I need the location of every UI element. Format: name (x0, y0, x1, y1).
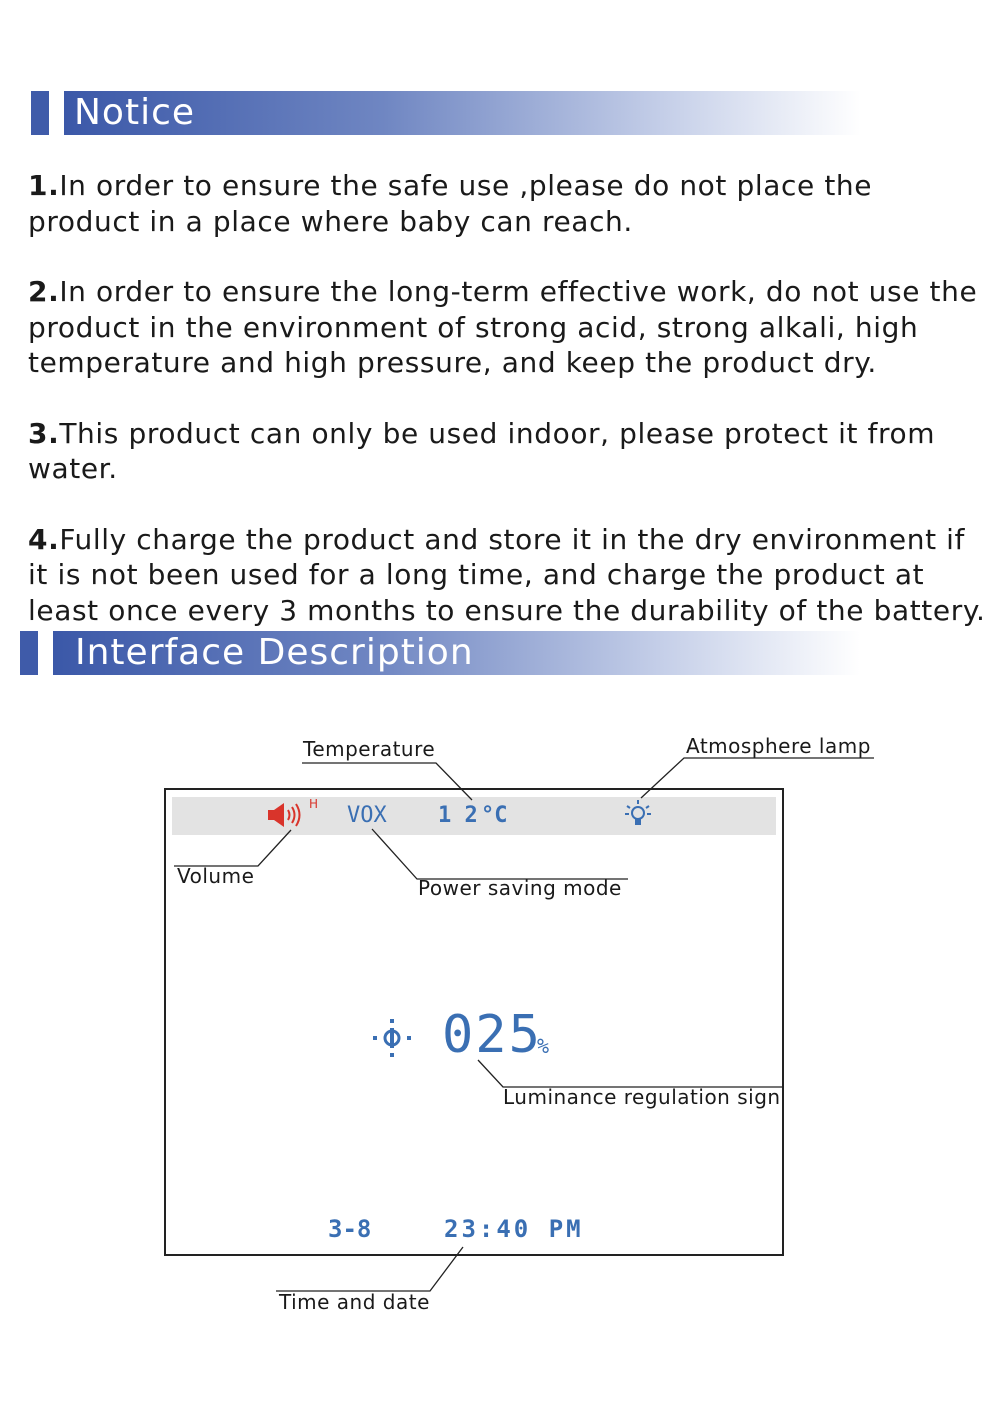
date-value: 3-8 (328, 1215, 372, 1243)
notice-title: Notice (64, 91, 861, 135)
interface-title: Interface Description (53, 631, 860, 675)
time-value: 23:40 PM (444, 1215, 584, 1243)
brightness-icon (373, 1019, 411, 1057)
speaker-icon (268, 803, 301, 827)
display-screen (164, 788, 784, 1256)
brightness-value: 025 (442, 1005, 542, 1065)
notice-item-number: 4. (28, 522, 60, 556)
notice-item-text: Fully charge the product and store it in… (28, 522, 986, 627)
notice-item-4: 4.Fully charge the product and store it … (28, 522, 988, 629)
notice-accent (31, 91, 49, 135)
label-power-saving: Power saving mode (418, 876, 622, 900)
volume-level: H (309, 797, 319, 811)
notice-item-2: 2.In order to ensure the long-term effec… (28, 274, 988, 381)
label-temperature: Temperature (303, 737, 436, 761)
label-luminance: Luminance regulation sign (503, 1085, 781, 1109)
notice-item-number: 2. (28, 275, 60, 308)
notice-item-number: 3. (28, 416, 60, 450)
label-time-date: Time and date (279, 1290, 430, 1314)
vox-indicator: VOX (347, 803, 387, 828)
notice-item-1: 1.In order to ensure the safe use ,pleas… (28, 168, 988, 239)
label-atmosphere-lamp: Atmosphere lamp (686, 734, 871, 758)
brightness-unit: % (537, 1034, 550, 1058)
bulb-icon (625, 800, 651, 825)
interface-header: Interface Description (20, 631, 860, 675)
notice-item-number: 1. (28, 169, 60, 202)
temperature-value: 1 2 (438, 803, 478, 828)
notice-item-text: This product can only be used indoor, pl… (28, 416, 936, 486)
notice-item-text: In order to ensure the safe use ,please … (28, 169, 873, 238)
notice-item-text: In order to ensure the long-term effecti… (28, 275, 978, 379)
notice-list: 1.In order to ensure the safe use ,pleas… (28, 168, 988, 663)
interface-accent (20, 631, 38, 675)
label-volume: Volume (177, 864, 255, 888)
notice-header: Notice (31, 91, 861, 135)
temperature-unit: °C (481, 803, 508, 828)
notice-item-3: 3.This product can only be used indoor, … (28, 416, 988, 487)
